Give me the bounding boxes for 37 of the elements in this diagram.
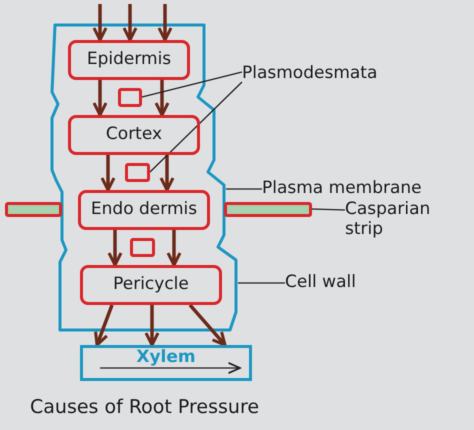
xylem-box <box>80 345 252 381</box>
arrow <box>92 4 108 42</box>
caption: Causes of Root Pressure <box>30 396 260 418</box>
annotation-label: Cell wall <box>285 273 356 293</box>
arrow <box>154 80 170 116</box>
arrow <box>94 304 114 346</box>
arrow <box>100 155 116 192</box>
cell-box <box>78 190 210 230</box>
arrow <box>160 155 174 192</box>
casparian-strip-bar <box>224 202 312 217</box>
leader-line <box>238 282 285 284</box>
leader-line <box>312 208 346 211</box>
annotation-label: Casparian strip <box>345 200 432 240</box>
cell-label: Endo dermis <box>90 200 198 220</box>
leader-line <box>142 71 242 98</box>
cell-box <box>68 115 200 155</box>
arrow <box>158 4 172 42</box>
arrow <box>188 304 226 346</box>
annotation-label: Plasmodesmata <box>242 64 378 84</box>
leader-line <box>150 82 242 172</box>
cell-label: Xylem <box>136 348 196 368</box>
cell-box <box>68 40 190 80</box>
arrow <box>92 80 108 116</box>
arrow <box>166 230 182 266</box>
cell-label: Epidermis <box>86 50 172 70</box>
plasmodesma-box <box>118 88 142 107</box>
arrow <box>122 4 138 42</box>
annotation-label: Plasma membrane <box>262 179 422 199</box>
cell-label: Cortex <box>106 125 162 145</box>
arrow <box>108 230 122 266</box>
cell-box <box>80 265 222 305</box>
arrow <box>144 305 160 346</box>
plasmodesma-box <box>130 238 155 257</box>
plasmodesma-box <box>125 163 150 182</box>
leader-line <box>226 188 262 190</box>
cell-label: Pericycle <box>113 275 189 295</box>
casparian-strip-bar <box>5 202 62 217</box>
